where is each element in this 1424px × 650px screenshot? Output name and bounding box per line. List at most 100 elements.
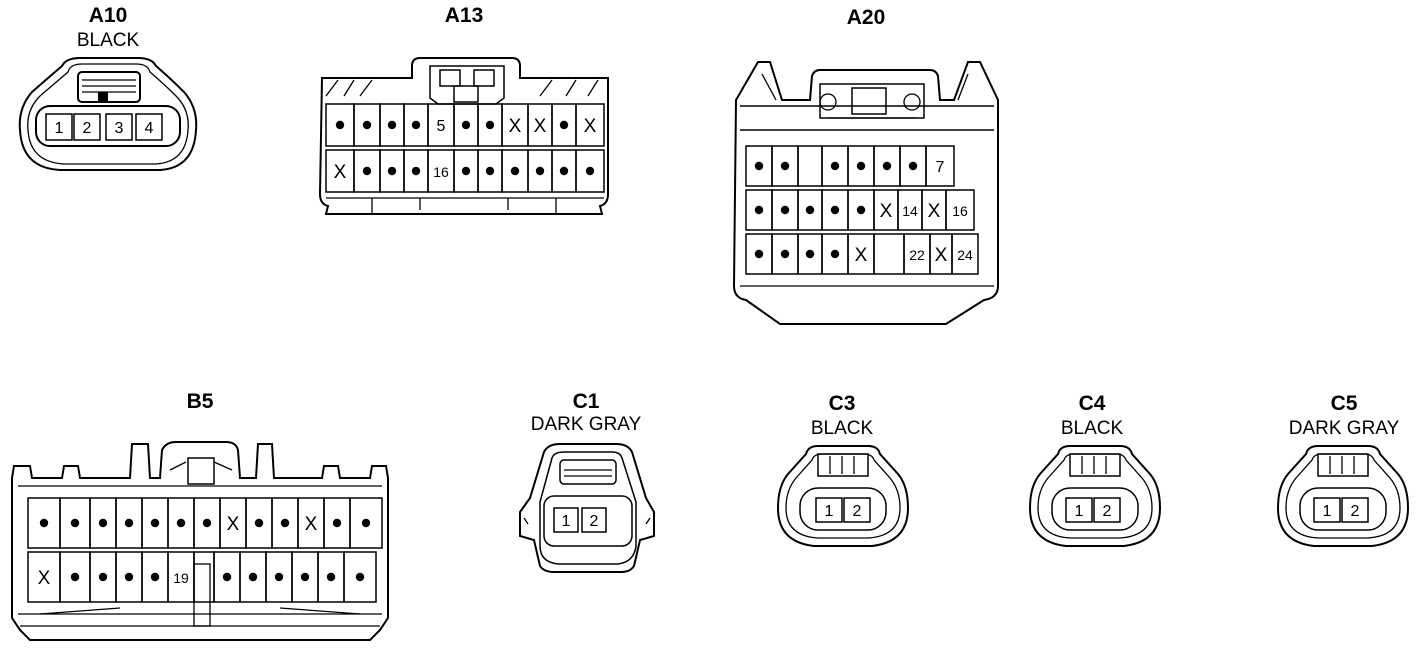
a13-pin-unused-mark: X (584, 116, 597, 137)
a13-pin-dot (362, 166, 372, 176)
connector-c4-name: C4 (1079, 392, 1106, 415)
b5-pin-dot (222, 572, 232, 582)
a13-pin-unused-mark: X (534, 116, 547, 137)
connector-a20-name: A20 (847, 6, 886, 29)
connector-c1-name: C1 (573, 390, 600, 413)
a13-pin-dot (362, 120, 372, 130)
c1-pin-cell (553, 507, 579, 533)
a10-pin-3-label: 3 (115, 120, 124, 137)
c1-pin-2-label: 2 (590, 513, 599, 530)
c4-pin-1-label: 1 (1075, 503, 1084, 520)
connector-b5-pin-grid: X X X 19 (27, 497, 383, 603)
a13-pin-cell (575, 103, 605, 147)
a13-pin-unused-mark: X (334, 162, 347, 183)
b5-pin-dot (39, 518, 49, 528)
connector-a10-name: A10 (89, 4, 128, 27)
a20-pin-dot (754, 205, 764, 215)
a20-pin-dot (856, 205, 866, 215)
c5-pin-cell (1313, 497, 1341, 523)
a20-pin-number: 16 (952, 203, 968, 219)
b5-pin-unused-mark: X (305, 514, 318, 535)
b5-pin-dot (280, 518, 290, 528)
c3-pin-cell (815, 497, 843, 523)
a20-pin-dot (754, 161, 764, 171)
a20-pin-cell (873, 233, 905, 275)
a20-pin-number: 14 (902, 203, 918, 219)
a10-pin-cell (105, 113, 133, 141)
a10-pin-1-label: 1 (55, 120, 64, 137)
a13-pin-dot (387, 166, 397, 176)
b5-pin-unused-mark: X (227, 514, 240, 535)
b5-pin-cell (349, 497, 383, 549)
connector-b5-name: B5 (187, 390, 214, 413)
c1-pin-1-label: 1 (562, 513, 571, 530)
connector-c4: C4 BLACK 1 2 (1028, 392, 1162, 547)
a13-pin-number: 5 (437, 118, 446, 135)
a10-pin-cell (135, 113, 163, 141)
c3-pin-1-label: 1 (825, 503, 834, 520)
connector-c3-name: C3 (829, 392, 856, 415)
a20-pin-dot (856, 161, 866, 171)
connector-a10: A10 BLACK 1 2 3 4 (18, 4, 198, 171)
a20-pin-cell (797, 145, 823, 187)
a10-pin-2-label: 2 (83, 120, 92, 137)
b5-pin-dot (300, 572, 310, 582)
a20-pin-dot (908, 161, 918, 171)
a10-pin-cell (45, 113, 73, 141)
connector-c5: C5 DARK GRAY 1 2 (1276, 392, 1410, 547)
connector-c3-color: BLACK (811, 418, 874, 439)
connector-a10-pins (45, 113, 163, 141)
c1-pin-cell (581, 507, 607, 533)
a20-pin-dot (780, 249, 790, 259)
a20-pin-dot (805, 249, 815, 259)
b5-pin-cell (343, 551, 377, 603)
a20-pin-dot (805, 205, 815, 215)
a13-pin-dot (335, 120, 345, 130)
c3-pin-2-label: 2 (853, 503, 862, 520)
connector-b5-housing (11, 441, 389, 641)
connector-c4-housing (1028, 445, 1162, 547)
b5-pin-dot (150, 518, 160, 528)
b5-pin-number: 19 (173, 570, 189, 586)
a13-pin-dot (461, 166, 471, 176)
b5-pin-dot (124, 572, 134, 582)
b5-pin-dot (70, 572, 80, 582)
c3-pin-cell (843, 497, 871, 523)
a20-pin-cell (925, 145, 955, 187)
b5-pin-dot (254, 518, 264, 528)
a13-pin-dot (387, 120, 397, 130)
b5-pin-dot (332, 518, 342, 528)
a20-pin-dot (754, 249, 764, 259)
a13-pin-dot (411, 120, 421, 130)
b5-pin-unused-mark: X (38, 568, 51, 589)
b5-pin-dot (124, 518, 134, 528)
c5-pin-2-label: 2 (1351, 503, 1360, 520)
a20-pin-dot (830, 161, 840, 171)
b5-pin-dot (274, 572, 284, 582)
c4-pin-cell (1093, 497, 1121, 523)
connector-c3-housing (776, 445, 910, 547)
b5-pin-dot (202, 518, 212, 528)
a20-pin-number: 7 (936, 159, 945, 176)
c4-pin-2-label: 2 (1103, 503, 1112, 520)
a13-pin-number: 16 (433, 164, 449, 180)
b5-pin-dot (355, 572, 365, 582)
connector-c5-housing (1276, 445, 1410, 547)
a20-pin-dot (780, 161, 790, 171)
b5-pin-dot (326, 572, 336, 582)
a13-pin-dot (485, 120, 495, 130)
b5-pin-dot (98, 572, 108, 582)
a13-pin-unused-mark: X (509, 116, 522, 137)
a20-pin-dot (882, 161, 892, 171)
a20-pin-cell (945, 189, 975, 231)
connector-c1: C1 DARK GRAY 1 2 (519, 390, 655, 573)
b5-pin-dot (248, 572, 258, 582)
a20-pin-unused-mark: X (855, 245, 868, 266)
connector-a20-housing (732, 61, 999, 325)
c5-pin-1-label: 1 (1323, 503, 1332, 520)
a20-pin-unused-mark: X (935, 245, 948, 266)
connector-c3: C3 BLACK 1 2 (776, 392, 910, 547)
connector-a10-housing (18, 57, 198, 171)
